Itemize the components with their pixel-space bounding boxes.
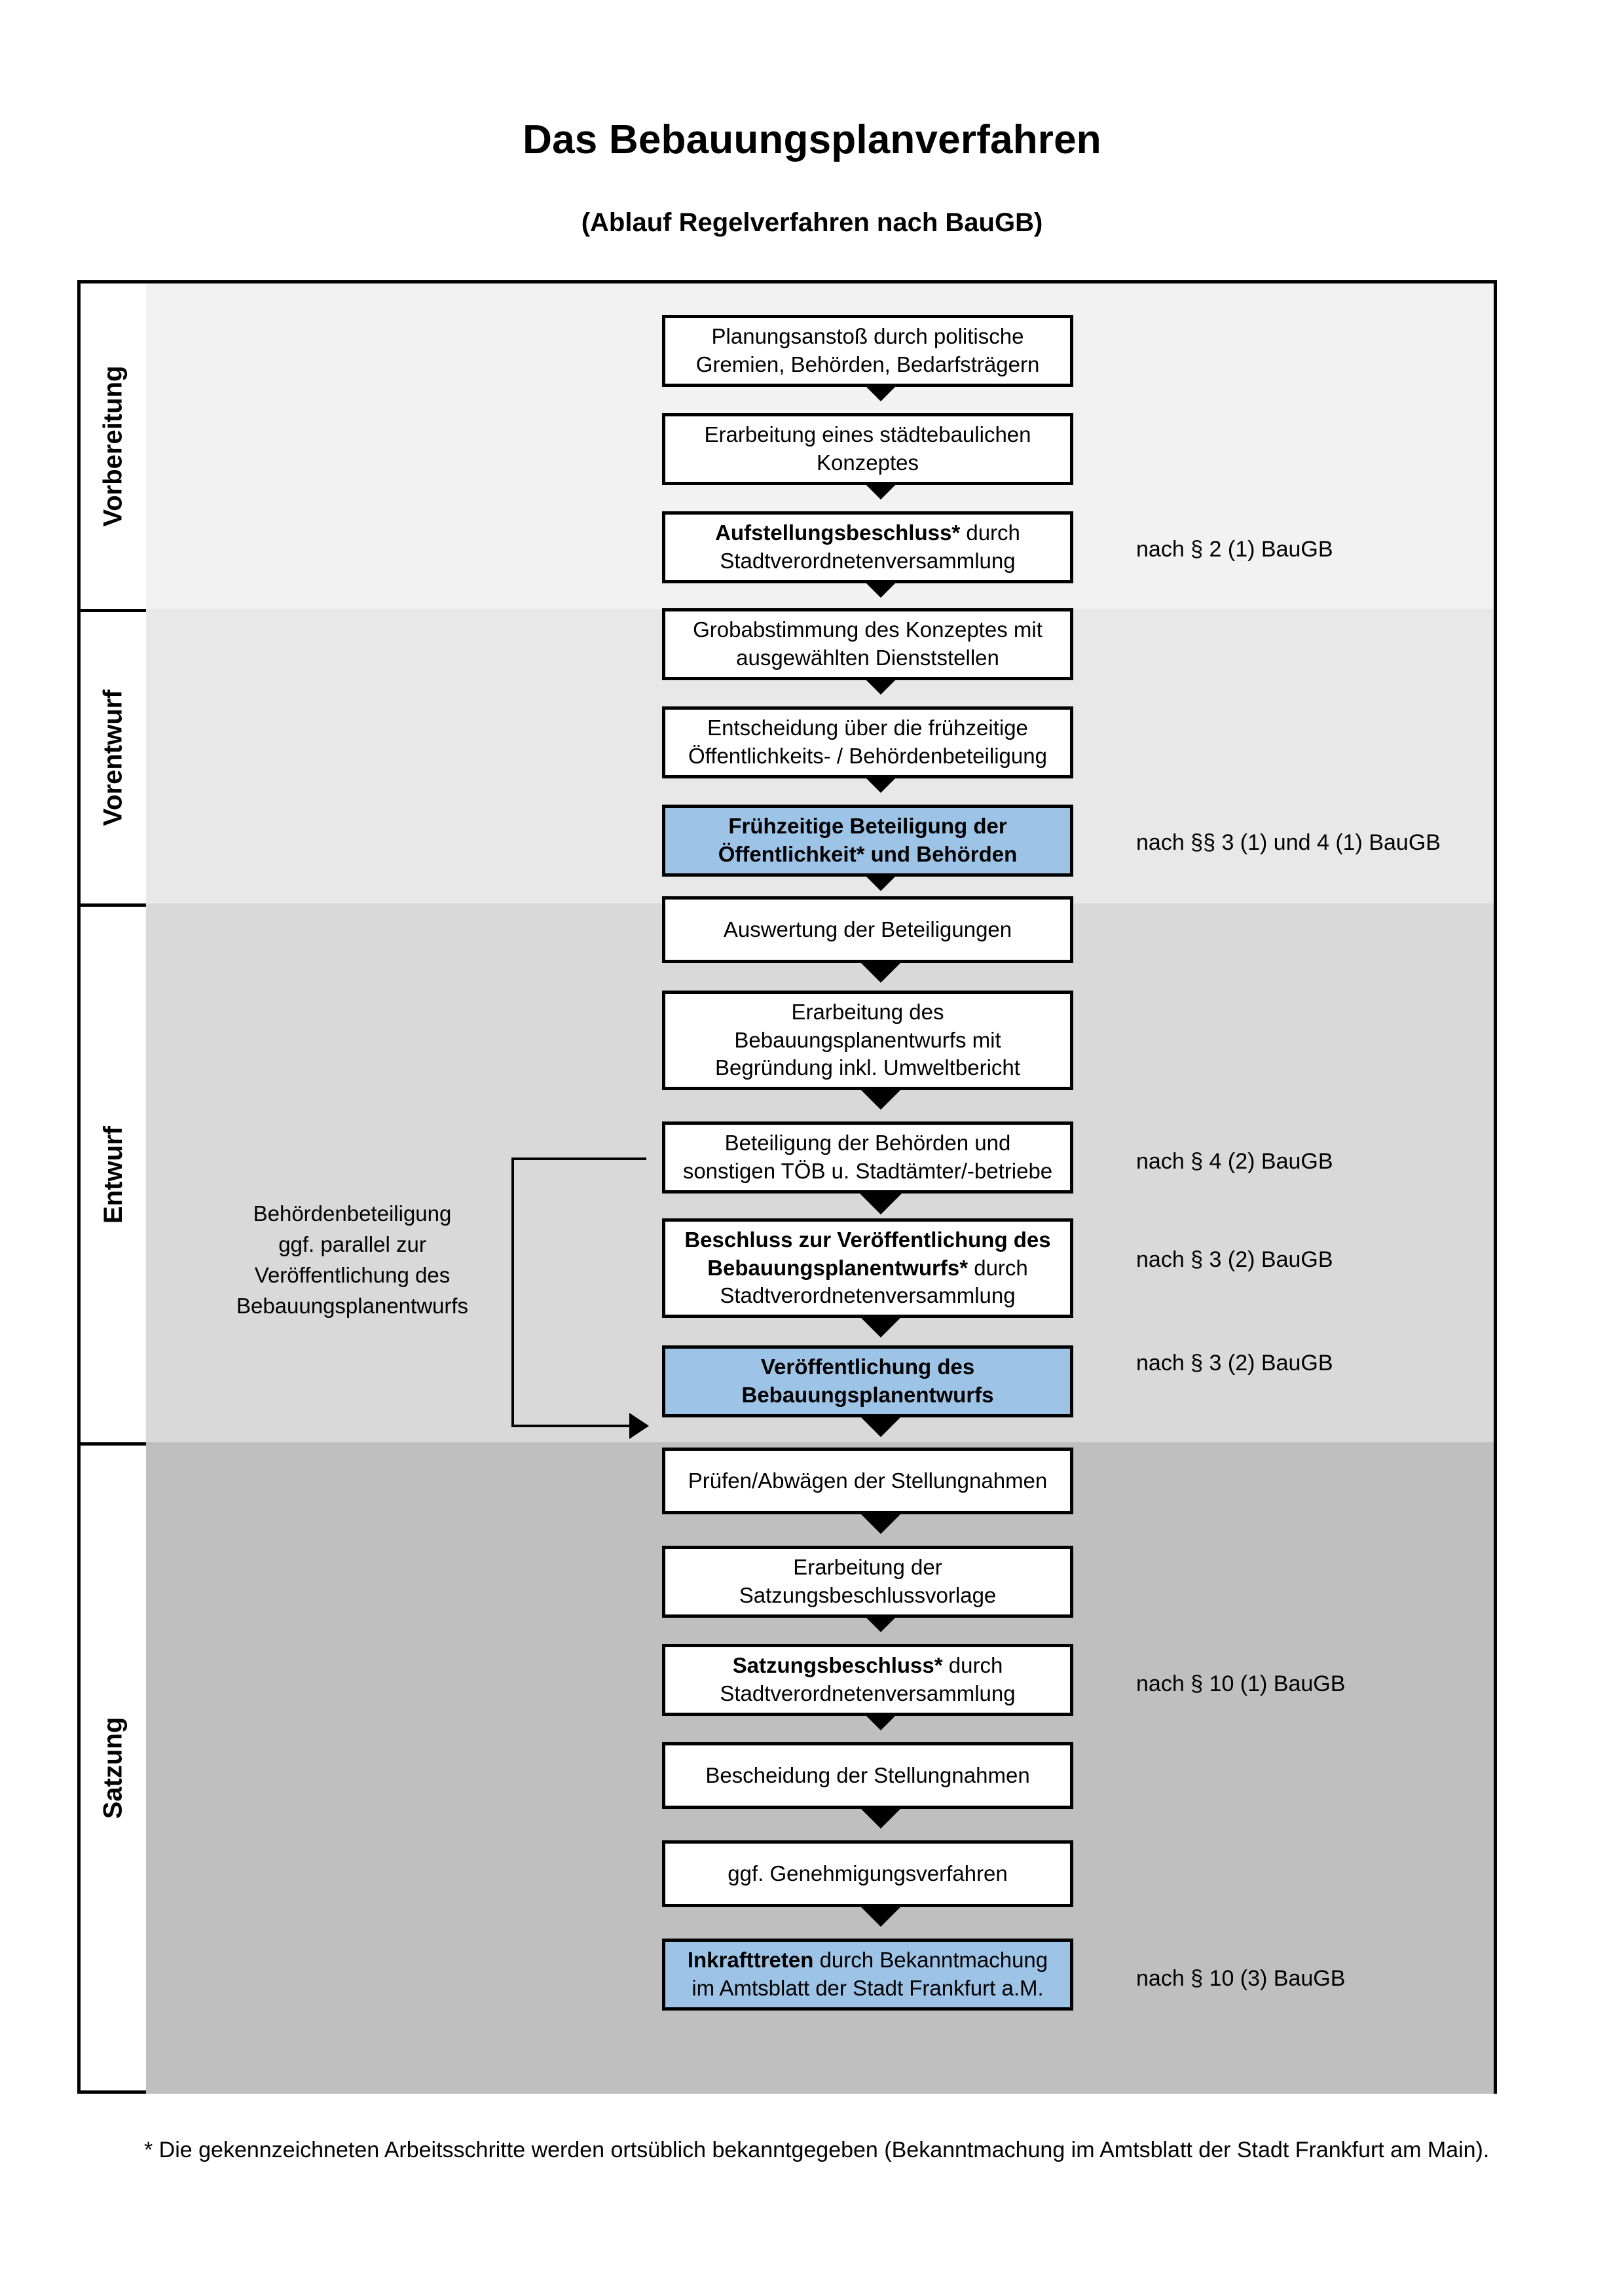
legal-ref-1: nach § 2 (1) BauGB <box>1136 537 1333 562</box>
node-line-strong: Öffentlichkeit* und Behörden <box>718 842 1018 866</box>
node-line-strong: Veröffentlichung des <box>760 1355 975 1379</box>
node-line: Konzeptes <box>817 450 919 475</box>
node-line-suffix: durch <box>968 1255 1028 1280</box>
node-line: Stadtverordnetenversammlung <box>720 1283 1016 1308</box>
legal-ref-5: nach § 3 (2) BauGB <box>1136 1351 1333 1376</box>
node-line-strong: Beschluss zur Veröffentlichung des <box>684 1227 1051 1252</box>
node-line: Planungsanstoß durch politische <box>711 324 1024 349</box>
node-line-strong: Frühzeitige Beteiligung der <box>728 814 1007 839</box>
phase-divider <box>81 609 146 612</box>
flow-node-n13[interactable]: Erarbeitung der Satzungsbeschlussvorlage <box>662 1546 1073 1618</box>
node-line: Satzungsbeschlussvorlage <box>739 1583 997 1607</box>
flow-node-n17[interactable]: Inkrafttreten durch Bekanntmachung im Am… <box>662 1939 1073 2011</box>
flow-node-n12[interactable]: Prüfen/Abwägen der Stellungnahmen <box>662 1448 1073 1514</box>
phase-label-text: Vorentwurf <box>98 689 128 826</box>
phase-label-text: Satzung <box>98 1717 128 1819</box>
node-line: Gremien, Behörden, Bedarfsträgern <box>695 352 1040 376</box>
phase-label-satzung: Satzung <box>81 1446 146 2090</box>
flow-node-n6[interactable]: Frühzeitige Beteiligung der Öffentlichke… <box>662 805 1073 877</box>
node-line-suffix: durch <box>960 520 1020 545</box>
node-line-suffix: durch <box>942 1653 1003 1678</box>
flow-node-n3[interactable]: Aufstellungsbeschluss* durch Stadtverord… <box>662 511 1073 583</box>
node-line: Stadtverordnetenversammlung <box>720 549 1016 573</box>
flow-node-n10[interactable]: Beschluss zur Veröffentlichung des Bebau… <box>662 1218 1073 1318</box>
flow-node-n14[interactable]: Satzungsbeschluss* durch Stadtverordnete… <box>662 1644 1073 1716</box>
bracket-vertical <box>511 1157 514 1427</box>
legal-ref-3: nach § 4 (2) BauGB <box>1136 1149 1333 1174</box>
node-line: Prüfen/Abwägen der Stellungnahmen <box>688 1468 1048 1493</box>
bracket-top <box>511 1157 646 1160</box>
node-line: ggf. Genehmigungsverfahren <box>728 1861 1008 1886</box>
flow-node-n15[interactable]: Bescheidung der Stellungnahmen <box>662 1742 1073 1809</box>
node-line: Entscheidung über die frühzeitige <box>707 716 1028 740</box>
node-line-strong: Inkrafttreten <box>687 1948 814 1973</box>
node-line: Stadtverordnetenversammlung <box>720 1681 1016 1705</box>
flow-node-n11[interactable]: Veröffentlichung des Bebauungsplanentwur… <box>662 1345 1073 1417</box>
bracket-bottom <box>511 1425 633 1427</box>
legal-ref-6: nach § 10 (1) BauGB <box>1136 1671 1346 1696</box>
node-line: Erarbeitung eines städtebaulichen <box>704 422 1031 447</box>
flow-node-n4[interactable]: Grobabstimmung des Konzeptes mit ausgewä… <box>662 608 1073 680</box>
node-line-suffix: durch Bekanntmachung <box>813 1948 1048 1973</box>
node-line: Begründung inkl. Umweltbericht <box>715 1055 1020 1080</box>
node-line: im Amtsblatt der Stadt Frankfurt a.M. <box>692 1976 1044 2000</box>
legal-ref-4: nach § 3 (2) BauGB <box>1136 1247 1333 1272</box>
legal-ref-7: nach § 10 (3) BauGB <box>1136 1966 1346 1991</box>
phase-label-text: Entwurf <box>98 1125 128 1224</box>
phase-divider <box>81 903 146 907</box>
bracket-arrow-icon <box>629 1413 649 1439</box>
node-line: sonstigen TÖB u. Stadtämter/-betriebe <box>682 1159 1053 1183</box>
node-line: Bescheidung der Stellungnahmen <box>705 1762 1030 1787</box>
node-line-strong: Satzungsbeschluss* <box>732 1653 943 1678</box>
node-line: Öffentlichkeits- / Behördenbeteiligung <box>688 744 1047 768</box>
node-line: Auswertung der Beteiligungen <box>723 917 1012 941</box>
flow-node-n9[interactable]: Beteiligung der Behörden und sonstigen T… <box>662 1121 1073 1194</box>
legal-ref-2: nach §§ 3 (1) und 4 (1) BauGB <box>1136 830 1441 855</box>
flow-node-n7[interactable]: Auswertung der Beteiligungen <box>662 896 1073 963</box>
phase-label-entwurf: Entwurf <box>81 907 146 1442</box>
node-line: ausgewählten Dienststellen <box>736 646 999 670</box>
node-line-strong: Bebauungsplanentwurfs* <box>707 1255 969 1280</box>
flow-node-n8[interactable]: Erarbeitung des Bebauungsplanentwurfs mi… <box>662 991 1073 1090</box>
flow-node-n5[interactable]: Entscheidung über die frühzeitige Öffent… <box>662 706 1073 778</box>
flow-node-n16[interactable]: ggf. Genehmigungsverfahren <box>662 1840 1073 1907</box>
node-line: Erarbeitung der <box>793 1555 942 1580</box>
diagram-frame: Vorbereitung Vorentwurf Entwurf Satzung <box>77 280 1497 2094</box>
footnote: * Die gekennzeichneten Arbeitsschritte w… <box>144 2138 1490 2162</box>
phase-label-vorbereitung: Vorbereitung <box>81 283 146 609</box>
node-line: Erarbeitung des <box>791 999 944 1024</box>
phase-label-column: Vorbereitung Vorentwurf Entwurf Satzung <box>81 283 146 2090</box>
phase-label-text: Vorbereitung <box>98 365 128 527</box>
node-line: Beteiligung der Behörden und <box>724 1131 1011 1156</box>
page-subtitle: (Ablauf Regelverfahren nach BauGB) <box>581 208 1043 237</box>
flow-node-n2[interactable]: Erarbeitung eines städtebaulichen Konzep… <box>662 413 1073 485</box>
node-line-strong: Aufstellungsbeschluss* <box>715 520 961 545</box>
node-line-strong: Bebauungsplanentwurfs <box>741 1383 994 1407</box>
node-line: Bebauungsplanentwurfs mit <box>734 1027 1001 1052</box>
phase-label-vorentwurf: Vorentwurf <box>81 612 146 903</box>
phase-divider <box>81 1442 146 1446</box>
flow-node-n1[interactable]: Planungsanstoß durch politische Gremien,… <box>662 315 1073 387</box>
node-line: Grobabstimmung des Konzeptes mit <box>693 617 1043 642</box>
page-title: Das Bebauungsplanverfahren <box>523 117 1101 162</box>
entwurf-sidenote: Behördenbeteiligung ggf. parallel zur Ve… <box>236 1201 469 1318</box>
